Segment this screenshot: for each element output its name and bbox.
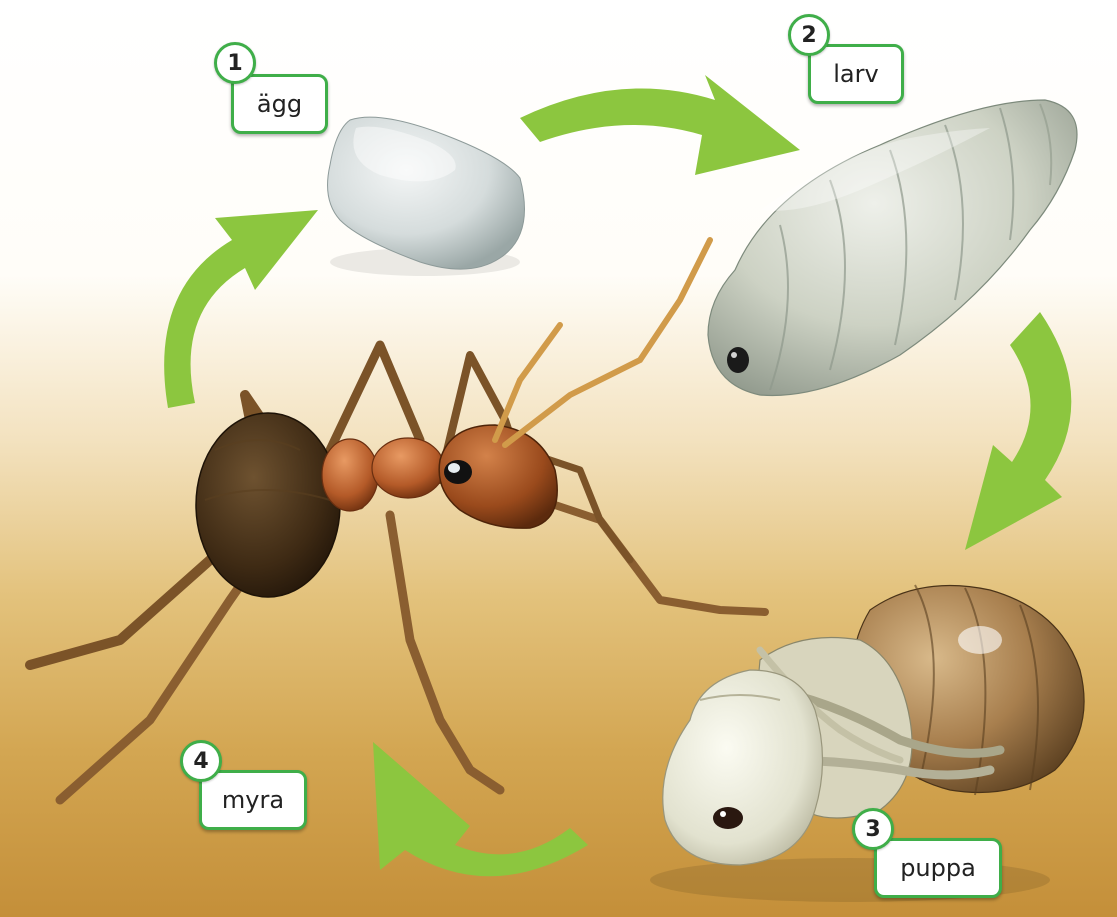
egg-illustration xyxy=(328,117,525,276)
stage-name-tag: larv xyxy=(808,44,904,104)
stage-name-tag: puppa xyxy=(874,838,1002,898)
ant-illustration xyxy=(30,240,765,800)
cycle-arrow-2-to-3 xyxy=(965,312,1071,550)
stage-number-badge: 1 xyxy=(214,42,256,84)
stage-number-badge: 4 xyxy=(180,740,222,782)
cycle-arrow-3-to-4 xyxy=(373,742,588,876)
stage-number-badge: 3 xyxy=(852,808,894,850)
pupa-illustration xyxy=(650,585,1084,902)
stage-name-tag: myra xyxy=(199,770,307,830)
cycle-arrow-4-to-1 xyxy=(164,210,318,408)
stage-number-badge: 2 xyxy=(788,14,830,56)
stage-name-tag: ägg xyxy=(231,74,328,134)
cycle-arrow-1-to-2 xyxy=(520,75,800,175)
